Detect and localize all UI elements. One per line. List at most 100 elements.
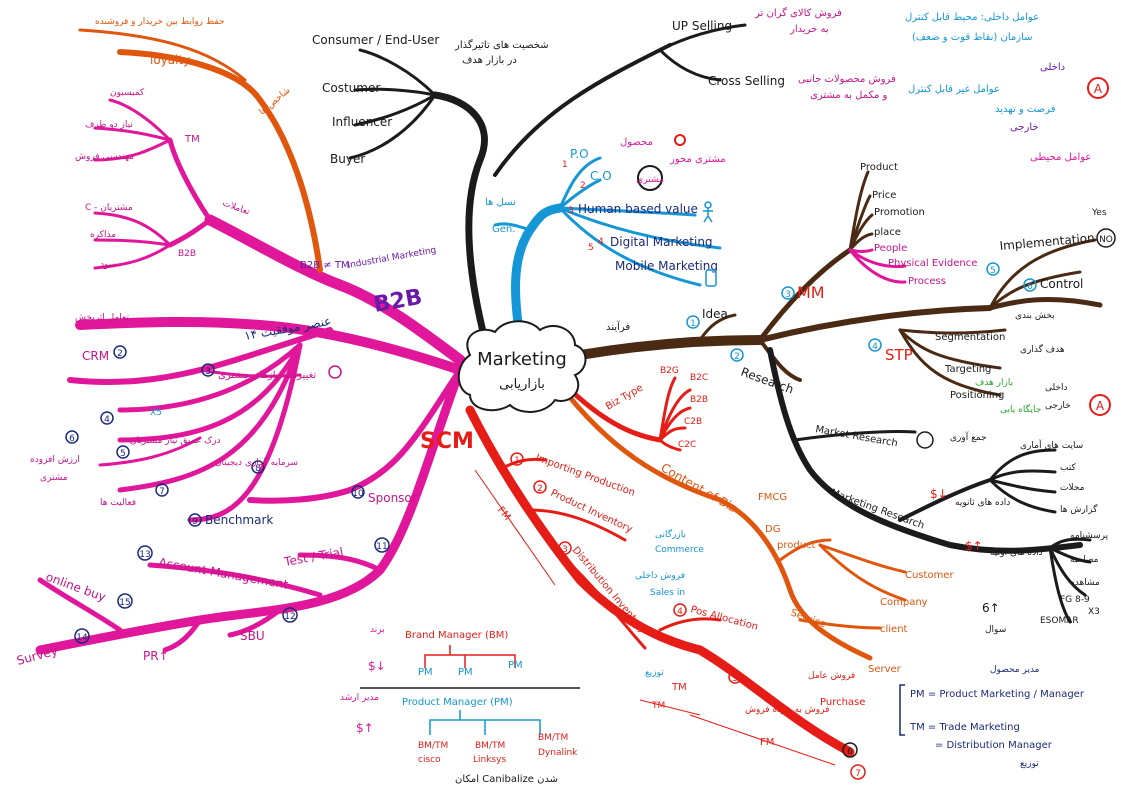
co-label: C.O [590,169,612,183]
bm-note: برند [370,625,385,635]
scm-label: SCM [420,429,474,454]
research-label: Research [739,365,796,397]
note-a-internal: داخلی [1040,62,1065,73]
po-label: P.O [570,147,589,161]
stp-a-note2: خارجی [1045,401,1071,411]
branch-influencer [353,93,437,127]
dist-note: توزیع [645,668,664,678]
fg-label: FG 8-9 [1060,595,1090,605]
bmtm2-label: BM/TM [475,741,505,751]
stp-a-note: داخلی [1045,383,1068,393]
branch-test [297,552,383,573]
branch-sbu [227,607,283,638]
mm-num: 3 [785,290,791,300]
market-research-label: Market Research [814,424,898,449]
crossselling-note: فروش محصولات جانبی [798,74,896,85]
note-a1: درک عمیق نیاز مشتریان [130,435,220,446]
fm-bottom-label: FM [760,737,774,748]
control-label: Control [1040,277,1083,291]
product-biz-label: product [777,540,816,551]
sbu-num-circle [282,607,298,623]
num-4: 4 [104,415,110,425]
loyalty-note: حفظ روابط بین خریدار و فروشنده [95,17,225,27]
branch-4p-place [848,232,874,252]
blue-circle-red [674,134,686,146]
commerce-note: بازرگانی [655,528,686,540]
gen-label: Gen. [492,224,515,235]
dollar-down-brand: $↓ [368,659,386,673]
legend-pm: PM = Product Marketing / Manager [910,689,1085,700]
costumer-label: Costumer [322,81,380,95]
yes-label: Yes [1091,208,1107,218]
xs-label: X5 [150,408,162,418]
scm-num-6-circle [842,742,858,758]
mobile-phone-icon [705,269,717,287]
branch-gen [493,222,532,232]
branch-idea [698,313,737,342]
branch-pr [162,617,203,653]
num-6: 6 [69,434,75,444]
cisco-label: cisco [418,755,441,765]
stp-a-label: A [1096,399,1105,413]
blue-note-product: محصول [620,137,653,148]
content-of-biz-label: Content of Biz [659,460,739,515]
sponsor-label: Sponsor [368,491,417,505]
b2c-label: B2C [690,373,708,383]
branch-customer [818,543,907,574]
note-a-circle-label: A [1094,82,1103,96]
bmtm1-label: BM/TM [418,741,448,751]
eye-icon [328,365,342,379]
prim-item-1: پرسشنامه [1070,531,1109,541]
center-cloud [457,320,587,413]
legend-tm2: = Distribution Manager [935,740,1053,751]
left-note2: مشتری [40,473,68,483]
segmentation-label: Segmentation [935,332,1005,343]
b2b-biz-label: B2B [690,395,708,405]
branch-tm2 [93,126,172,142]
branch-consumer [358,48,437,97]
digital-num: 8 [255,464,261,474]
branch-b2b-main [204,214,466,366]
targeting-label: Targeting [944,364,991,375]
sec-item-3: مجلات [1060,483,1085,493]
stp-num: 4 [872,342,878,352]
dollar-up-brand: $↑ [356,721,374,735]
legend-tm: TM = Trade Marketing [909,722,1020,733]
legend-note: مدیر محصول [990,665,1040,675]
note-a-line1: عوامل داخلی: محیط قابل کنترل [905,12,1039,23]
primary-note: داده های اولیه [990,548,1043,558]
branch-posalloc [658,617,722,632]
branch-prim4 [1048,546,1072,624]
stp-num-circle [868,338,882,352]
branch-prim1 [1048,537,1092,550]
fm-bottom-line [689,714,836,766]
branch-mobile [558,206,702,287]
sales-in-label: Sales in [650,588,685,598]
dynalink-label: Dynalink [538,748,578,758]
esomar-label: ESOMAR [1040,616,1079,626]
branch-4p-physical [848,248,907,269]
num-5-circle [116,445,130,459]
branch-prim3 [1048,546,1087,597]
stp-a-circle [1089,394,1111,416]
branch-loyalty [117,49,323,273]
branch-seg [898,328,1007,335]
sponsor-num-circle [351,485,365,499]
upselling-note2: به خریدار [789,24,829,35]
client-biz-label: client [880,624,908,635]
branch-scm-main [465,405,855,757]
sec-item-4: گزارش ها [1060,503,1098,515]
bench-num: 9 [192,517,198,527]
server-biz-label: Server [868,664,902,675]
blue-num-3: 3 [568,206,574,216]
scm-num-6: 6 [847,747,853,757]
c2b-label: C2B [684,417,702,427]
note-a-line2: سازمان (نقاط قوت و ضعف) [912,32,1033,43]
survey-num-circle [74,628,90,644]
tm-left-note2: نیاز دو طرف [85,120,133,130]
six-questions-label: 6↑ [982,601,1000,615]
bm-label: Brand Manager (BM) [405,630,508,641]
bm-split [424,654,516,668]
test-num-circle [374,537,390,553]
influencer-label: Influencer [332,115,392,129]
